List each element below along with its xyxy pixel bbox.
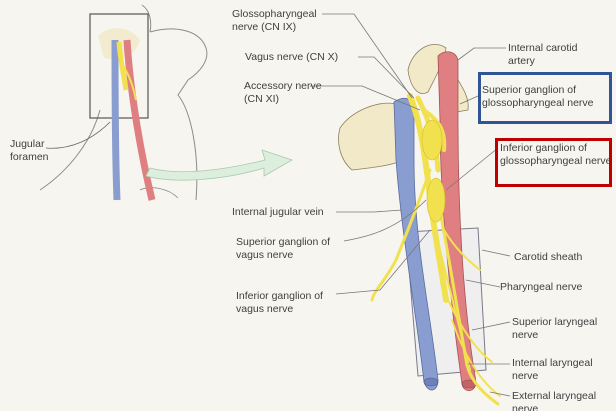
label-jugular-foramen: Jugular foramen bbox=[10, 138, 49, 164]
label-vagus-nerve: Vagus nerve (CN X) bbox=[245, 51, 338, 64]
label-carotid-sheath: Carotid sheath bbox=[514, 251, 582, 264]
label-accessory-nerve: Accessory nerve (CN XI) bbox=[244, 80, 322, 106]
highlight-box-inferior-ganglion bbox=[495, 138, 612, 187]
jugular-foramen-leader bbox=[46, 122, 110, 148]
enlargement-arrow bbox=[146, 150, 292, 180]
label-pharyngeal-nerve: Pharyngeal nerve bbox=[500, 281, 582, 294]
label-internal-carotid-artery: Internal carotid artery bbox=[508, 42, 577, 68]
label-inferior-ganglion-vagus: Inferior ganglion of vagus nerve bbox=[236, 290, 323, 316]
inset-vein bbox=[115, 40, 117, 200]
label-superior-ganglion-vagus: Superior ganglion of vagus nerve bbox=[236, 236, 330, 262]
label-glossopharyngeal-nerve: Glossopharyngeal nerve (CN IX) bbox=[232, 8, 320, 34]
head-neck-inset bbox=[40, 5, 207, 200]
highlight-box-superior-ganglion bbox=[478, 72, 612, 124]
label-external-laryngeal-nerve: External laryngeal nerve bbox=[512, 390, 616, 411]
label-internal-laryngeal-nerve: Internal laryngeal nerve bbox=[512, 357, 616, 383]
label-internal-jugular-vein: Internal jugular vein bbox=[232, 206, 324, 219]
label-superior-laryngeal-nerve: Superior laryngeal nerve bbox=[512, 316, 616, 342]
